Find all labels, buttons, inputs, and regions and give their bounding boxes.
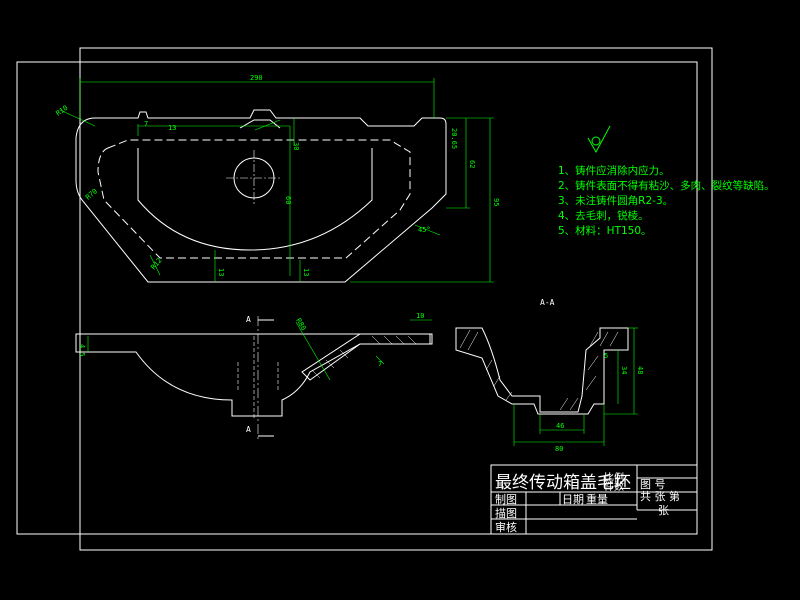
dim-flange: 10 <box>416 312 424 320</box>
top-notch <box>239 119 281 129</box>
section-hatching <box>459 329 619 411</box>
dim-overall-width: 290 <box>250 74 263 82</box>
front-hidden-lines <box>237 336 279 418</box>
dim-top-small: 7 <box>144 120 148 128</box>
sheet-label-2: 张 <box>658 504 669 517</box>
section-mark-top: A <box>246 315 251 324</box>
dim-depth-left: 4.5 <box>78 344 86 357</box>
note-4: 4、去毛刺，锐棱。 <box>558 209 649 222</box>
front-dimension-lines <box>87 319 432 381</box>
title-block <box>490 464 698 535</box>
row-checked: 审核 <box>495 520 517 534</box>
dim-r80: R80 <box>294 317 307 332</box>
roughness-symbol <box>587 125 611 154</box>
dim-section-height: 48 <box>636 366 644 374</box>
dim-right-height-1: 62 <box>468 160 476 168</box>
top-inner-hidden-outline <box>97 139 411 259</box>
note-1: 1、铸件应消除内应力。 <box>558 164 670 177</box>
top-view: 290 R10 13 7 20.65 62 95 30 60 R70 13 13… <box>55 74 500 283</box>
section-view: A-A <box>455 298 644 453</box>
section-profile <box>455 327 629 415</box>
top-outer-outline <box>75 109 447 283</box>
outer-frame <box>79 47 713 551</box>
top-dimension-lines <box>59 78 494 283</box>
top-bowl-curve <box>137 148 373 251</box>
row-traced: 描图 <box>495 506 517 520</box>
section-hidden-lines <box>539 349 628 412</box>
section-dimension-lines <box>513 327 638 446</box>
dim-slot-height: 13 <box>168 124 176 132</box>
dim-bottom-1: 13 <box>217 268 225 276</box>
dim-section-depth: 34 <box>620 366 628 374</box>
sheet-label: 共 张 第 <box>640 489 680 503</box>
front-hatching <box>311 335 417 379</box>
dim-center-height: 30 <box>292 142 300 150</box>
row-drawn: 制图 <box>495 493 517 506</box>
technical-notes: 1、铸件应消除内应力。 2、铸件表面不得有粘沙、多肉、裂纹等缺陷。 3、未注铸件… <box>558 164 775 237</box>
tb-overlap-2: 件数 <box>604 480 624 493</box>
front-outline <box>75 333 433 417</box>
drawing-no-label: 图 号 <box>640 478 666 491</box>
weight-label: 重量 <box>586 492 608 506</box>
front-rib <box>301 333 431 381</box>
dim-total-width: 80 <box>555 445 563 453</box>
part-name: 最终传动箱盖毛坯 <box>495 473 631 493</box>
date-label: 日期 <box>562 493 584 506</box>
dim-right-height-2: 95 <box>492 198 500 206</box>
front-view: A A R80 10 4.5 7 <box>75 312 433 440</box>
note-3: 3、未注铸件圆角R2-3。 <box>558 194 673 207</box>
dim-step: 7 <box>378 360 382 368</box>
note-5: 5、材料：HT150。 <box>558 224 652 237</box>
dim-center-depth: 60 <box>284 196 292 204</box>
dim-left-r: R70 <box>84 187 99 201</box>
dim-inner-width: 46 <box>556 422 564 430</box>
dim-corner-radius: R10 <box>55 104 70 118</box>
section-title: A-A <box>540 298 555 307</box>
dim-bottom-2: 13 <box>302 268 310 276</box>
tb-overlap-1: 比例 <box>604 471 624 484</box>
dim-section-small: 5 <box>604 352 608 360</box>
note-2: 2、铸件表面不得有粘沙、多肉、裂纹等缺陷。 <box>558 179 775 192</box>
inner-frame <box>16 61 698 535</box>
dim-chamfer-right: 45° <box>418 226 431 234</box>
dim-right-depth: 20.65 <box>450 128 458 149</box>
section-mark-bottom: A <box>246 425 251 434</box>
